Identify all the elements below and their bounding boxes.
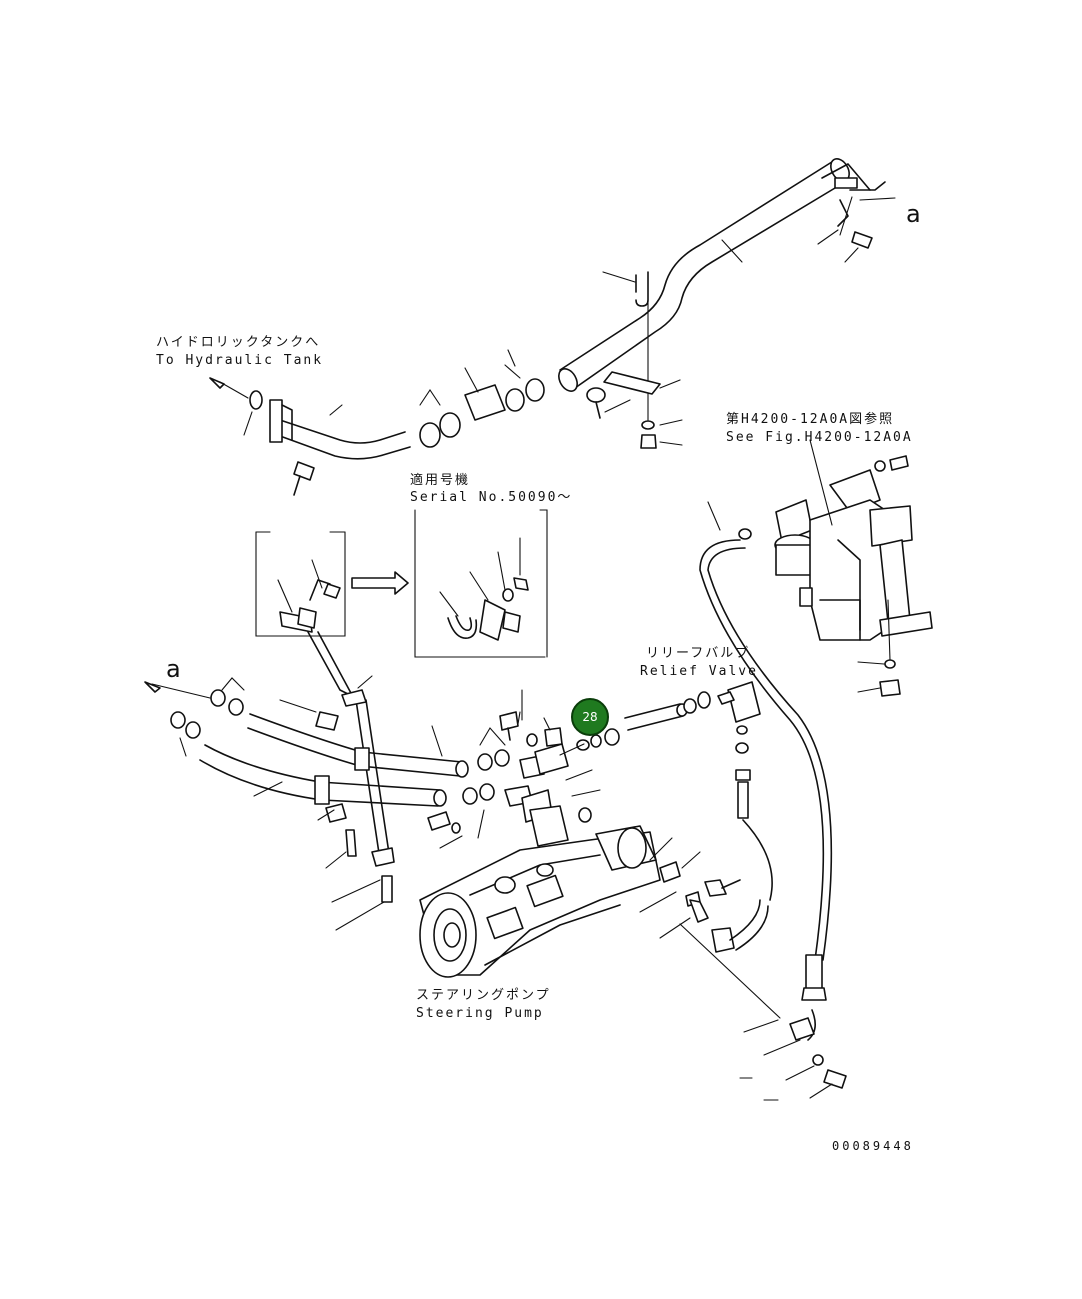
support-rod xyxy=(307,631,391,861)
label-see-fig-jp: 第H4200-12A0A図参照 xyxy=(726,412,895,427)
upper-hose-joint xyxy=(419,349,545,448)
reference-letter-a-top: a xyxy=(906,200,921,228)
label-to-hydraulic-tank-en: To Hydraulic Tank xyxy=(156,353,324,368)
detail-box-new xyxy=(414,509,548,658)
detail-box-old xyxy=(255,531,346,637)
label-serial-en: Serial No.50090～ xyxy=(410,490,573,505)
relief-valve-assembly xyxy=(590,681,773,901)
pump-inlet-fittings xyxy=(427,689,601,849)
callout-28-number: 28 xyxy=(582,710,598,724)
detail-arrow xyxy=(351,571,409,595)
drawing-number: 00089448 xyxy=(832,1139,914,1153)
callout-28[interactable]: 28 xyxy=(571,698,609,736)
label-relief-valve-jp: リリーフバルブ xyxy=(646,646,751,661)
tank-pipe xyxy=(209,377,411,496)
reference-letter-a-left: a xyxy=(166,655,181,683)
return-pipe-top xyxy=(558,158,896,392)
lower-hoses xyxy=(199,699,469,807)
label-steering-pump-jp: ステアリングポンプ xyxy=(416,988,551,1003)
label-see-fig-en: See Fig.H4200-12A0A xyxy=(726,430,913,445)
steering-pump xyxy=(419,805,661,978)
pump-outlet-fittings xyxy=(639,837,781,1019)
pipe-clamp-top xyxy=(586,271,683,449)
hose-clamps-lower xyxy=(315,675,395,931)
mounting-bracket xyxy=(774,439,933,697)
label-steering-pump-en: Steering Pump xyxy=(416,1006,544,1021)
long-return-hose xyxy=(699,501,847,1101)
label-relief-valve-en: Relief Valve xyxy=(640,664,758,679)
hose-end-fittings xyxy=(144,677,245,757)
label-to-hydraulic-tank-jp: ハイドロリックタンクへ xyxy=(156,335,321,350)
label-serial-jp: 適用号機 xyxy=(410,473,471,488)
